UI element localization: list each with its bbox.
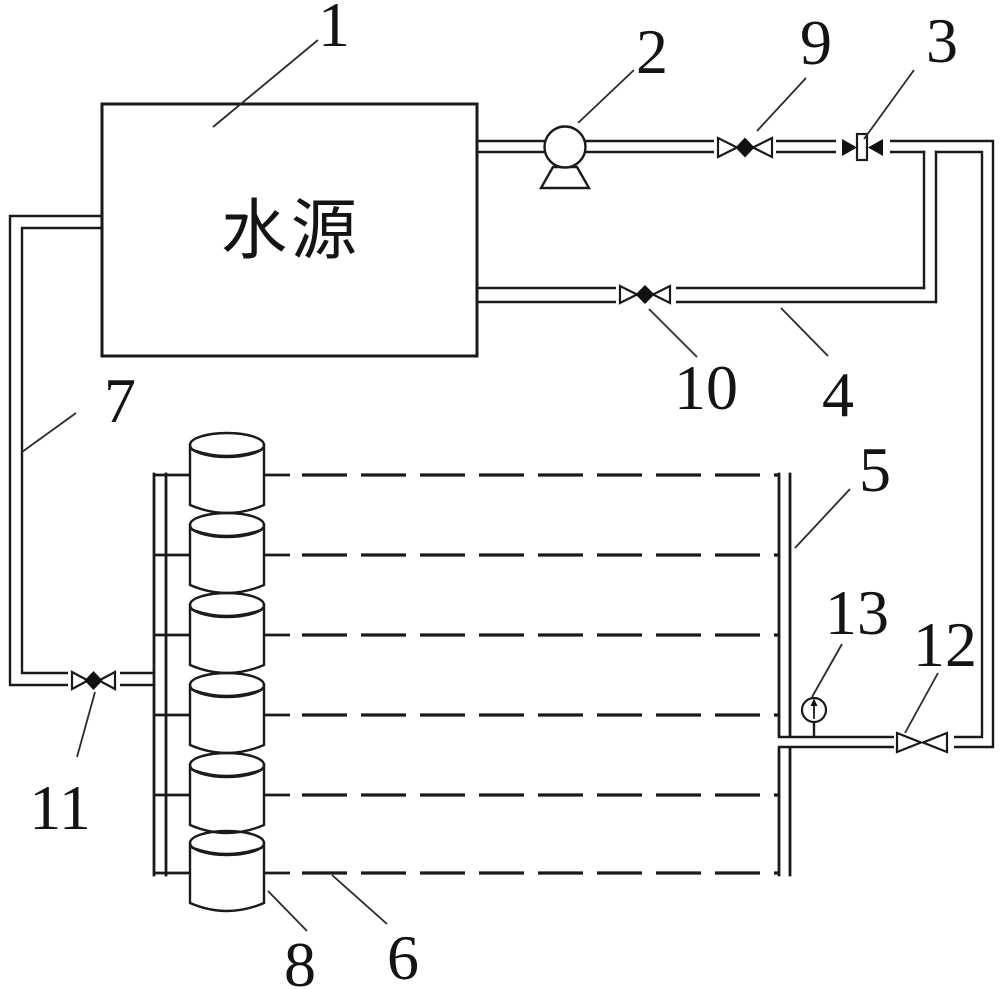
leader-9 [756,77,807,132]
check-valve-3 [836,132,890,162]
water-source-label: 水源 [221,195,361,268]
water-source-tank: 水源 [100,102,479,358]
pump-icon [543,125,587,169]
callout-1: 1 [318,0,350,60]
leader-lines [21,39,939,932]
callout-2: 2 [636,16,668,87]
cylinder-stack [188,431,266,913]
check-valve-left-triangle [842,139,857,156]
leader-3 [863,69,915,140]
valve-11 [68,668,120,693]
pump [538,125,592,190]
callout-4: 4 [822,359,854,430]
check-valve-right-triangle [868,139,883,156]
callout-10: 10 [674,352,738,423]
leader-12 [904,672,939,734]
cylinder-outlines [188,431,266,913]
callout-9: 9 [800,7,832,78]
leader-2 [577,69,635,124]
leader-7 [21,412,77,453]
supply-pipe-inner-right [777,150,984,739]
callout-numbers: 1 2 9 3 10 4 7 5 13 12 11 8 6 [29,0,977,989]
callout-6: 6 [387,922,419,989]
valve-left-wing [618,284,640,305]
leader-11 [76,691,96,758]
callout-3: 3 [926,5,958,76]
valve-left-wing [895,731,924,754]
valve-right-wing [650,284,672,305]
valve-9 [714,135,776,160]
check-valve-bar [855,132,869,162]
valve-core-icon [635,285,655,304]
callout-7: 7 [104,365,136,436]
leader-8 [267,890,308,932]
valve-core-icon [735,137,755,158]
valve-core-icon [84,671,103,690]
cylinder-fills [190,433,264,911]
valve-right-wing [96,670,117,691]
callout-13: 13 [825,577,889,648]
pressure-gauge [800,696,828,738]
leader-5 [794,488,851,549]
tank-walls [152,472,792,877]
gauge-needle-arrow [810,698,818,706]
callout-12: 12 [913,609,977,680]
callout-5: 5 [859,434,891,505]
leader-6 [331,874,388,925]
valve-right-wing [750,136,774,159]
pump-base [538,165,592,190]
valve-10 [616,283,676,307]
callout-11: 11 [29,772,91,843]
leader-4 [780,307,829,357]
valve-right-wing [920,731,949,754]
valve-12 [894,730,954,755]
valve-left-wing [716,136,740,159]
cylinder [188,751,266,835]
leader-13 [811,643,843,698]
water-source-box [100,102,479,358]
leader-10 [648,308,698,358]
callout-8: 8 [284,929,316,989]
cylinder [188,829,266,913]
valve-left-wing [70,670,91,691]
leader-1 [212,39,319,128]
